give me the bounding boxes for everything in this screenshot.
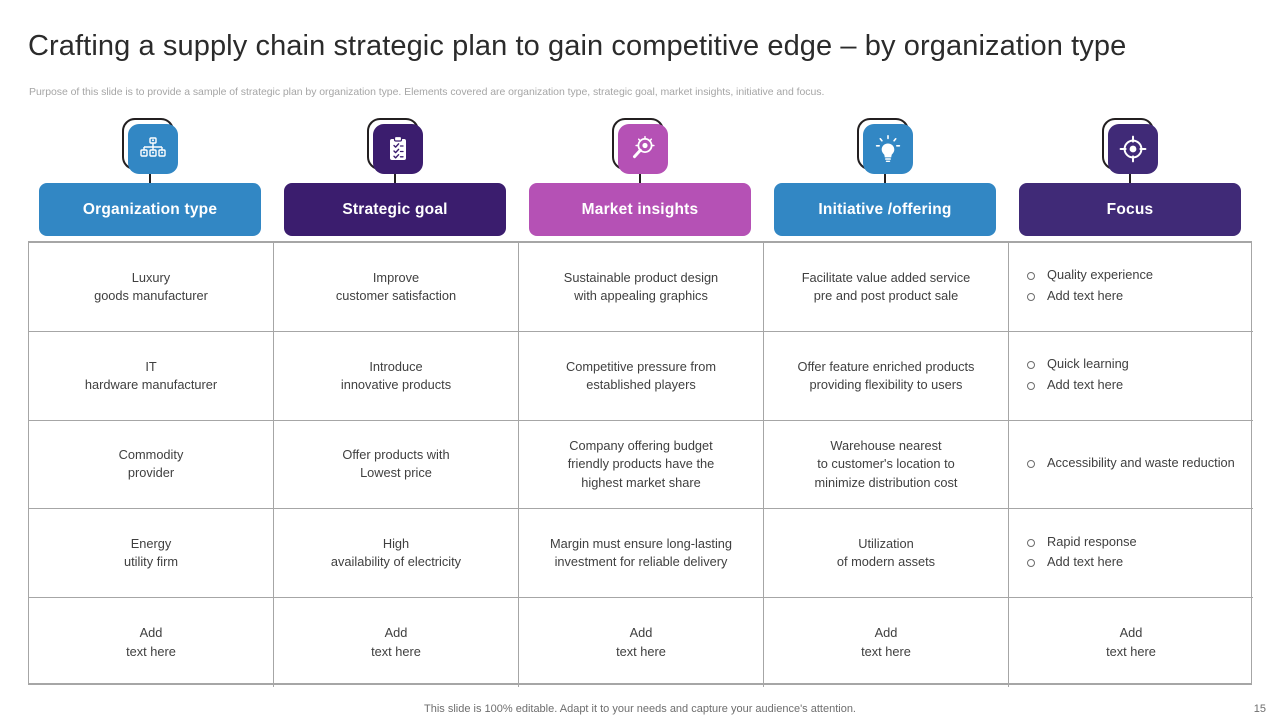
- focus-bullet-item: Add text here: [1023, 287, 1153, 306]
- icon-badge-initiative: [857, 118, 913, 209]
- page-number: 15: [1253, 703, 1266, 715]
- lightbulb-idea-icon: [863, 124, 913, 174]
- focus-bullet-list: Accessibility and waste reduction: [1023, 454, 1235, 475]
- clipboard-checklist-icon: [373, 124, 423, 174]
- column-header-label: Market insights: [581, 200, 699, 218]
- icon-badge-strategic-goal: [367, 118, 423, 209]
- column-header-label: Focus: [1106, 200, 1154, 218]
- column-header-label: Organization type: [82, 200, 218, 218]
- icon-badge-focus: [1102, 118, 1158, 209]
- table-cell-focus: Accessibility and waste reduction: [1009, 421, 1253, 510]
- magnifier-insight-icon: [618, 124, 668, 174]
- target-crosshair-icon: [1108, 124, 1158, 174]
- column-header-strategic-goal[interactable]: Strategic goal: [284, 183, 506, 236]
- column-header-market-insights[interactable]: Market insights: [529, 183, 751, 236]
- footer-note: This slide is 100% editable. Adapt it to…: [424, 703, 856, 715]
- focus-bullet-item: Add text here: [1023, 553, 1137, 572]
- focus-bullet-item: Quality experience: [1023, 266, 1153, 285]
- icon-badge-organization-type: [122, 118, 178, 209]
- column-header-row: Organization type Strategic goal Market …: [28, 183, 1252, 238]
- column-header-label: Initiative /offering: [818, 200, 952, 218]
- column-header-focus[interactable]: Focus: [1019, 183, 1241, 236]
- page-title: Crafting a supply chain strategic plan t…: [28, 30, 1127, 62]
- focus-bullet-item: Accessibility and waste reduction: [1023, 454, 1235, 473]
- focus-bullet-item: Rapid response: [1023, 533, 1137, 552]
- org-chart-icon: [128, 124, 178, 174]
- column-header-initiative[interactable]: Initiative /offering: [774, 183, 996, 236]
- icon-badge-row: [28, 118, 1252, 209]
- page-subtitle: Purpose of this slide is to provide a sa…: [29, 86, 825, 98]
- focus-bullet-item: Quick learning: [1023, 355, 1129, 374]
- column-header-label: Strategic goal: [342, 200, 448, 218]
- focus-bullet-item: Add text here: [1023, 376, 1129, 395]
- icon-badge-market-insights: [612, 118, 668, 209]
- column-header-organization-type[interactable]: Organization type: [39, 183, 261, 236]
